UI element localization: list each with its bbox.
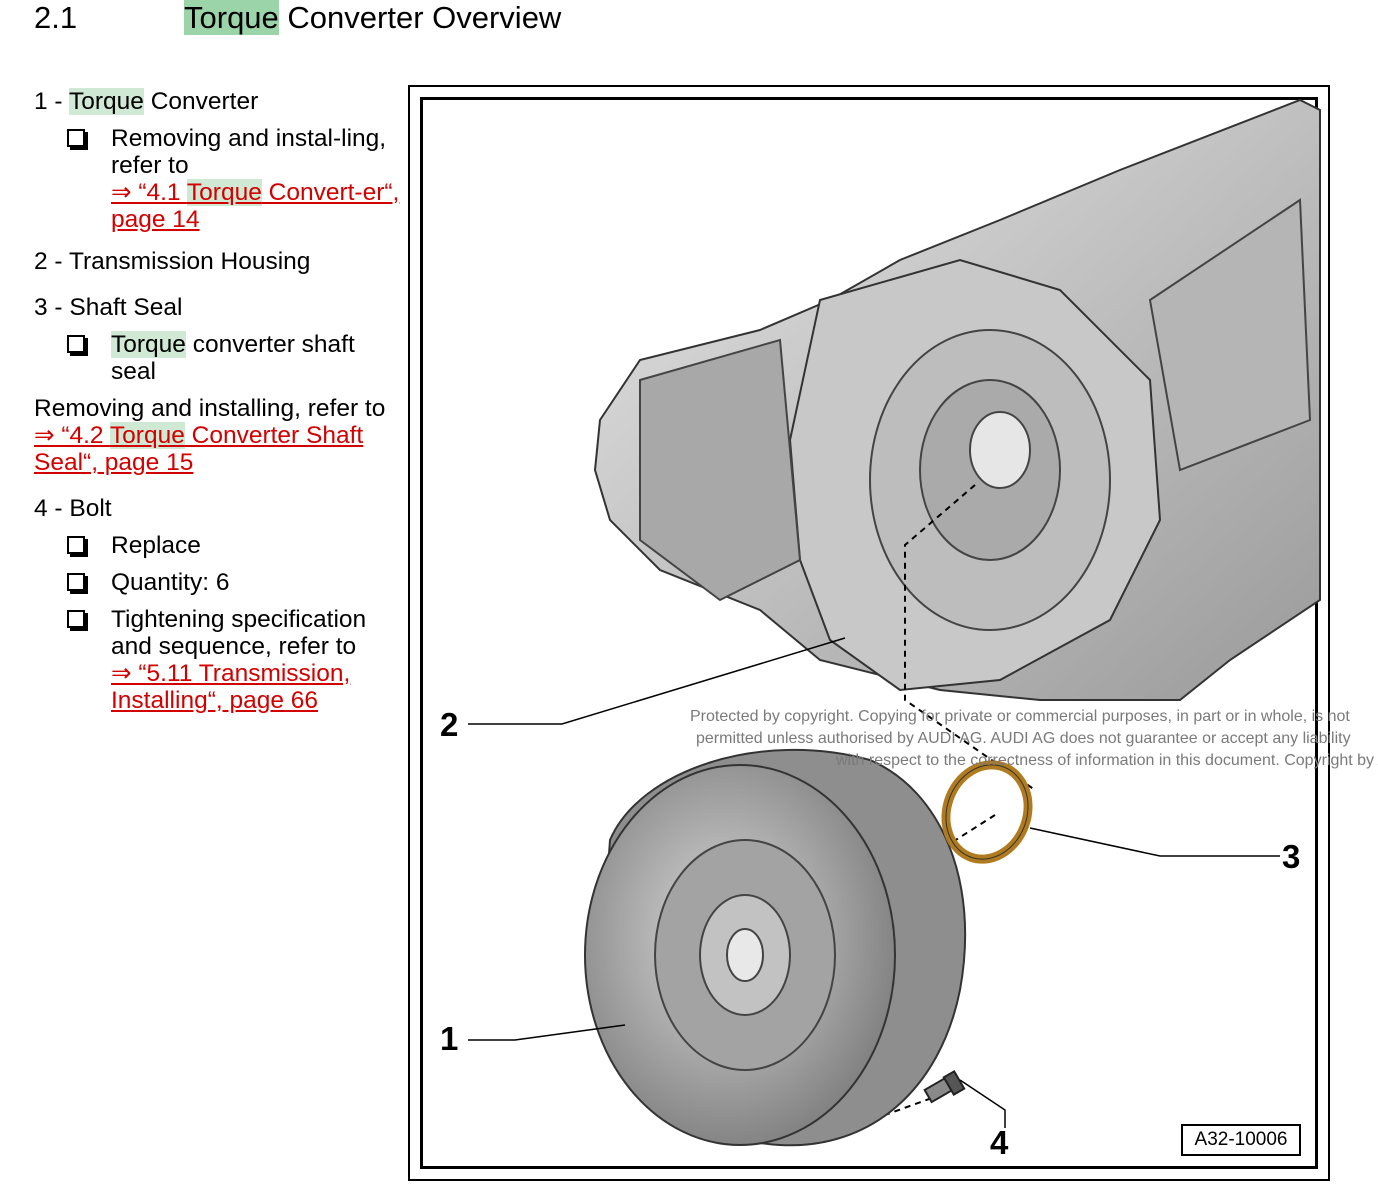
copyright-watermark: Protected by copyright. Copying for priv…: [690, 708, 1378, 769]
checkbox-icon: [67, 610, 85, 628]
callout-1: 1: [440, 1020, 459, 1057]
parts-list: 1 - Torque Converter Removing and instal…: [34, 85, 404, 724]
item-4-title: 4 - Bolt: [34, 495, 112, 522]
section-number: 2.1: [34, 0, 78, 35]
bullet-removing-installing: Removing and instal-ling, refer to ⇒ “4.…: [34, 125, 404, 233]
callout-4: 4: [990, 1124, 1009, 1161]
item-1-title: 1 - Torque Converter: [34, 88, 259, 115]
bullet-shaft-seal: Torque converter shaft seal: [34, 331, 404, 385]
removing-installing-note: Removing and installing, refer to ⇒ “4.2…: [34, 395, 386, 476]
item-2-title: 2 - Transmission Housing: [34, 248, 311, 275]
checkbox-icon: [67, 129, 85, 147]
heading-highlight: Torque: [184, 0, 279, 35]
link-transmission-installing[interactable]: ⇒ “5.11 Transmission, Installing“, page …: [111, 660, 351, 714]
figure-frame: [408, 85, 1330, 1181]
transmission-housing-drawing: [593, 98, 1321, 701]
figure-code: A32-10006: [1181, 1124, 1301, 1156]
bullet-quantity: Quantity: 6: [34, 569, 404, 596]
link-shaft-seal[interactable]: ⇒ “4.2 Torque Converter Shaft Seal“, pag…: [34, 422, 364, 476]
checkbox-icon: [67, 573, 85, 591]
callout-3: 3: [1282, 838, 1301, 875]
section-heading: 2.1 Torque Converter Overview: [34, 0, 561, 36]
item-3-title: 3 - Shaft Seal: [34, 294, 183, 321]
figure-inner-frame: [420, 97, 1318, 1169]
checkbox-icon: [67, 536, 85, 554]
bullet-tightening: Tightening specification and sequence, r…: [34, 606, 404, 714]
heading-title: Converter Overview: [278, 0, 562, 35]
bullet-replace: Replace: [34, 532, 404, 559]
callout-2: 2: [440, 706, 459, 743]
torque-converter-drawing: [584, 748, 967, 1147]
checkbox-icon: [67, 335, 85, 353]
link-torque-converter[interactable]: ⇒ “4.1 Torque Convert-er“, page 14: [111, 179, 400, 233]
bolt-drawing: [923, 1069, 966, 1104]
shaft-seal-drawing: [941, 760, 1033, 864]
